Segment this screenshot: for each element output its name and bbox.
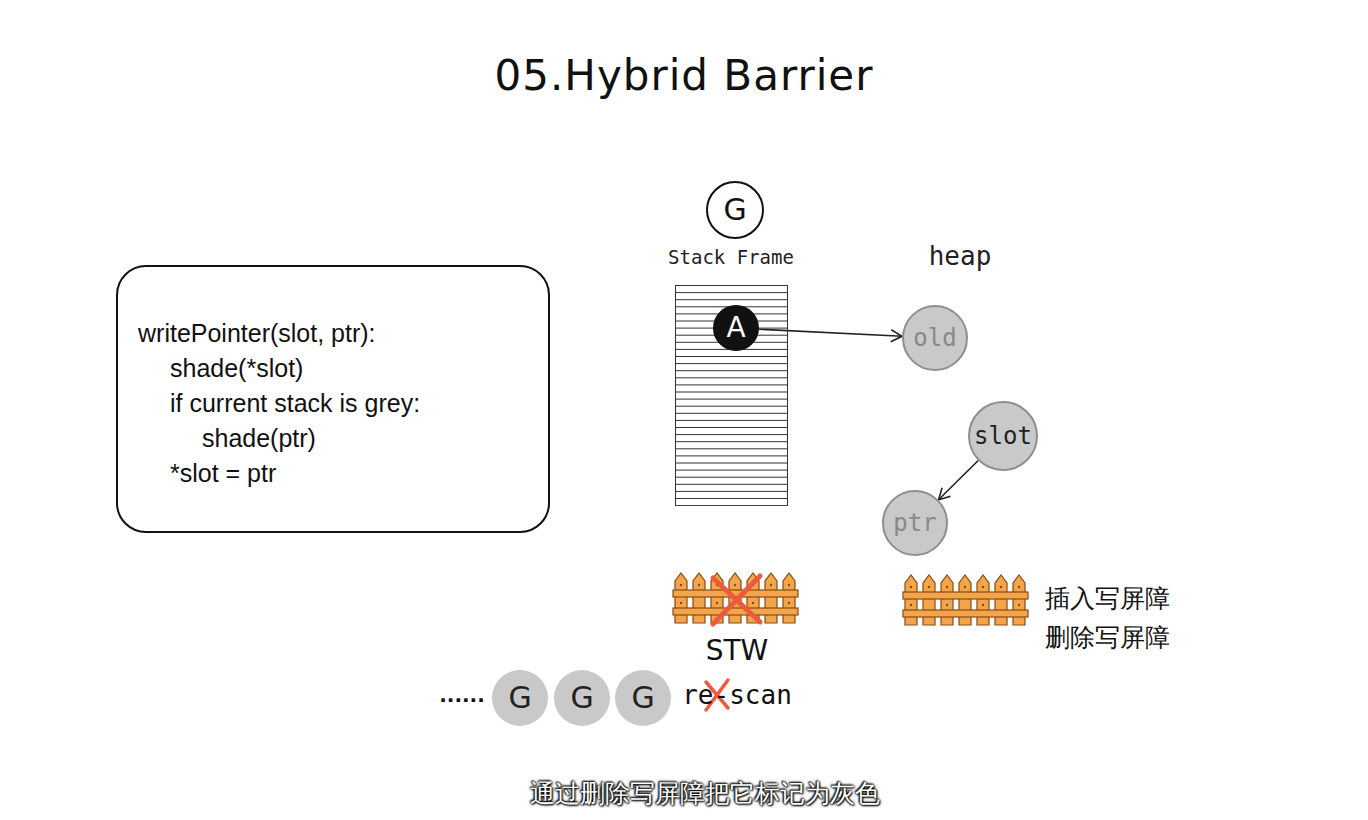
text-label: STW: [706, 634, 769, 667]
pointer-arrow: [939, 461, 979, 500]
stack-frame: Stack FrameA: [655, 243, 807, 508]
code-line: writePointer(slot, ptr):: [138, 316, 532, 351]
subtitle-caption: 通过删除写屏障把它标记为灰色: [530, 777, 880, 810]
circle-text: old: [913, 326, 956, 350]
object-circle: ptr: [882, 490, 948, 556]
circle-text: G: [508, 683, 531, 713]
object-circle: old: [902, 305, 968, 371]
object-circle: G: [615, 670, 671, 726]
cross-mark: [713, 576, 760, 624]
code-line: shade(ptr): [138, 421, 532, 456]
object-circle: A: [713, 305, 759, 351]
circle-text: G: [723, 195, 746, 225]
circle-text: G: [631, 683, 654, 713]
fence: [673, 573, 798, 623]
object-circle: G: [706, 181, 764, 239]
fence: [903, 575, 1028, 625]
circle-text: G: [570, 683, 593, 713]
stack-label: Stack Frame: [655, 243, 807, 271]
object-circle: G: [554, 670, 610, 726]
text-label: re-scan: [682, 680, 792, 710]
object-circle: slot: [968, 401, 1038, 471]
code-box: writePointer(slot, ptr):shade(*slot)if c…: [116, 265, 550, 533]
circle-text: ptr: [893, 511, 936, 535]
text-label: heap: [929, 241, 992, 271]
text-label: 删除写屏障: [1045, 621, 1170, 654]
object-circle: G: [492, 670, 548, 726]
text-label: ......: [439, 683, 485, 707]
code-line: *slot = ptr: [138, 456, 532, 491]
text-label: 插入写屏障: [1045, 582, 1170, 615]
circle-text: A: [726, 314, 745, 342]
code-line: shade(*slot): [138, 351, 532, 386]
circle-text: slot: [974, 424, 1032, 448]
code-line: if current stack is grey:: [138, 386, 532, 421]
diagram-title: 05.Hybrid Barrier: [495, 51, 874, 100]
